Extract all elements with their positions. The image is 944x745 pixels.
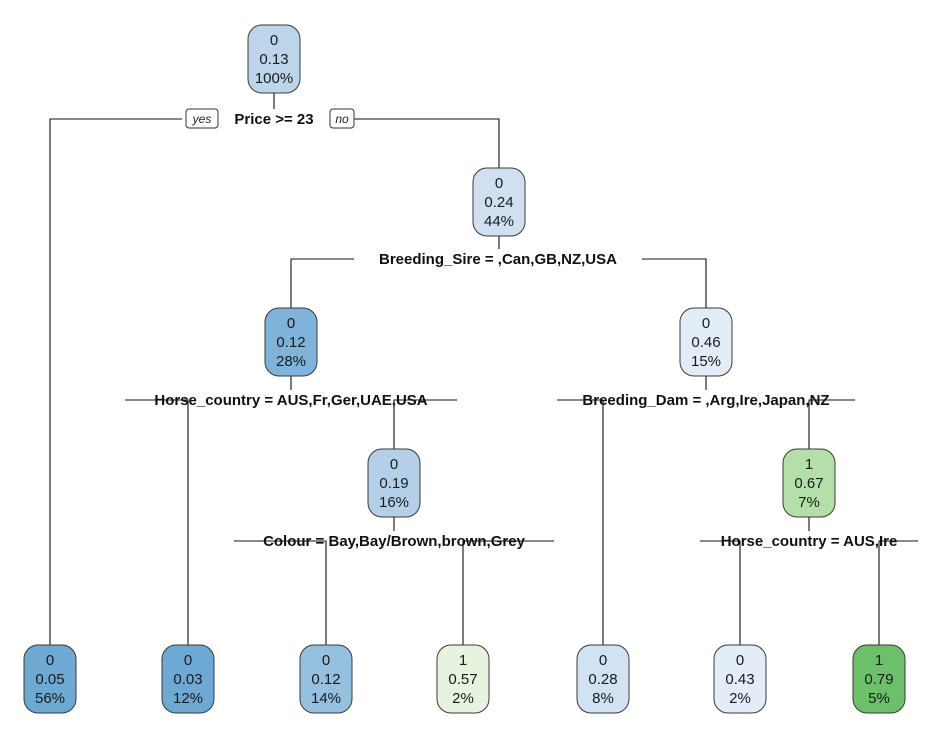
node-probability: 0.05 (35, 671, 64, 688)
tree-node-n7: 0 0.46 15% (679, 307, 733, 377)
node-percent: 56% (35, 690, 65, 707)
node-probability: 0.12 (276, 334, 305, 351)
node-box (161, 644, 215, 714)
tree-node-n26: 0 0.12 14% (299, 644, 353, 714)
node-percent: 15% (691, 353, 721, 370)
edge-right-branch (642, 258, 707, 308)
node-box (472, 167, 526, 237)
node-probability: 0.12 (311, 671, 340, 688)
node-box (367, 448, 421, 518)
node-class: 0 (390, 456, 398, 473)
node-class: 1 (805, 456, 813, 473)
tree-node-n30: 0 0.43 2% (713, 644, 767, 714)
tree-node-n2: 0 0.05 56% (23, 644, 77, 714)
node-percent: 5% (868, 690, 890, 707)
node-percent: 16% (379, 494, 409, 511)
node-box (576, 644, 630, 714)
split-label-s_n3: Breeding_Sire = ,Can,GB,NZ,USA (379, 251, 617, 268)
node-class: 0 (287, 315, 295, 332)
split-label-s_n6: Horse_country = AUS,Fr,Ger,UAE,USA (154, 392, 427, 409)
node-class: 0 (702, 315, 710, 332)
tree-node-n27: 1 0.57 2% (436, 644, 490, 714)
edge-right-branch (354, 118, 500, 168)
node-probability: 0.57 (448, 671, 477, 688)
node-probability: 0.28 (588, 671, 617, 688)
edge-right-branch (808, 399, 855, 449)
node-box (852, 644, 906, 714)
node-box (436, 644, 490, 714)
node-box (247, 24, 301, 94)
node-percent: 2% (452, 690, 474, 707)
node-percent: 2% (729, 690, 751, 707)
edge-left-branch (125, 399, 189, 645)
node-probability: 0.03 (173, 671, 202, 688)
edge-left-branch (234, 540, 327, 645)
edge-right-branch (393, 399, 457, 449)
node-box (713, 644, 767, 714)
node-class: 0 (270, 32, 278, 49)
node-box (782, 448, 836, 518)
node-class: 1 (459, 652, 467, 669)
node-probability: 0.67 (794, 475, 823, 492)
split-label-s_n7: Breeding_Dam = ,Arg,Ire,Japan,NZ (582, 392, 829, 409)
no-tag: no (329, 108, 355, 129)
split-label-s_n15: Horse_country = AUS,Ire (721, 533, 898, 550)
yes-tag-label: yes (192, 112, 212, 126)
node-class: 0 (599, 652, 607, 669)
yes-tag: yes (185, 108, 219, 129)
edge-left-branch (700, 540, 741, 645)
edge-left-branch (290, 258, 354, 308)
tree-node-n14: 0 0.28 8% (576, 644, 630, 714)
split-label-s_root: Price >= 23 (234, 111, 313, 128)
tree-node-n15: 1 0.67 7% (782, 448, 836, 518)
node-box (264, 307, 318, 377)
node-percent: 44% (484, 213, 514, 230)
node-class: 0 (736, 652, 744, 669)
tree-node-root: 0 0.13 100% (247, 24, 301, 94)
edge-left-branch (557, 399, 604, 645)
node-box (679, 307, 733, 377)
no-tag-label: no (335, 112, 349, 126)
node-class: 0 (46, 652, 54, 669)
node-class: 0 (184, 652, 192, 669)
node-percent: 100% (255, 70, 293, 87)
tree-node-n6: 0 0.12 28% (264, 307, 318, 377)
node-probability: 0.24 (484, 194, 513, 211)
node-probability: 0.46 (691, 334, 720, 351)
node-class: 0 (322, 652, 330, 669)
edge-right-branch (462, 540, 554, 645)
node-probability: 0.79 (864, 671, 893, 688)
node-percent: 12% (173, 690, 203, 707)
node-box (23, 644, 77, 714)
edge-right-branch (878, 540, 918, 645)
edge-left-branch (49, 118, 182, 645)
split-label-s_n13: Colour = Bay,Bay/Brown,brown,Grey (263, 533, 526, 550)
node-class: 0 (495, 175, 503, 192)
tree-node-n3: 0 0.24 44% (472, 167, 526, 237)
edges (49, 93, 918, 645)
node-probability: 0.13 (259, 51, 288, 68)
node-percent: 14% (311, 690, 341, 707)
node-probability: 0.43 (725, 671, 754, 688)
tree-node-n31: 1 0.79 5% (852, 644, 906, 714)
node-percent: 8% (592, 690, 614, 707)
tree-node-n12: 0 0.03 12% (161, 644, 215, 714)
node-class: 1 (875, 652, 883, 669)
tree-node-n13: 0 0.19 16% (367, 448, 421, 518)
node-percent: 28% (276, 353, 306, 370)
node-probability: 0.19 (379, 475, 408, 492)
node-percent: 7% (798, 494, 820, 511)
node-box (299, 644, 353, 714)
